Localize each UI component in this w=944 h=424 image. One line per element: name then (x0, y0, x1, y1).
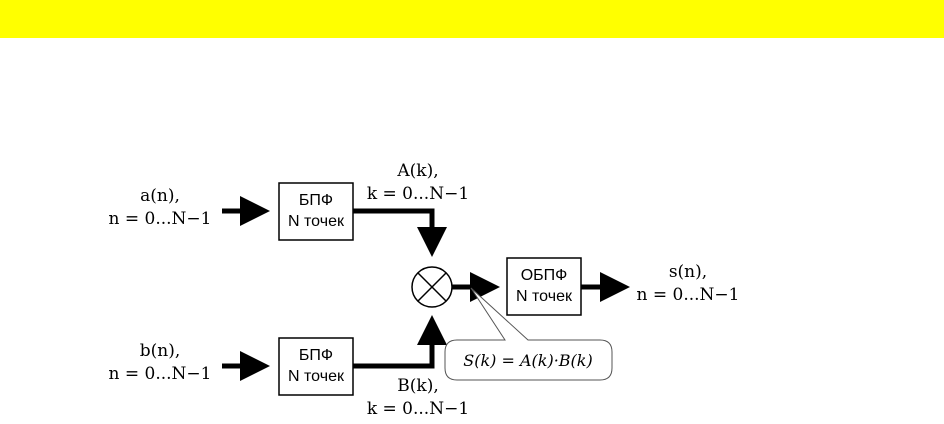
ifft-title: ОБПФ (521, 267, 568, 284)
input-b-name: b(n), (140, 341, 181, 361)
fft-top-title: БПФ (299, 192, 333, 209)
output-range: n = 0...N−1 (637, 285, 740, 305)
top-banner (0, 0, 944, 38)
spectrum-a-label: A(k), k = 0...N−1 (367, 161, 469, 204)
arrow-spectrum-a (353, 208, 447, 257)
output-name: s(n), (669, 262, 707, 282)
fft-block-bottom: БПФ N точек (278, 337, 354, 396)
input-a-name: a(n), (140, 186, 180, 206)
output-label: s(n), n = 0...N−1 (637, 262, 740, 305)
fft-block-top: БПФ N точек (278, 182, 354, 241)
fft-bottom-subtitle: N точек (288, 368, 345, 385)
spectrum-b-label: B(k), k = 0...N−1 (367, 376, 469, 419)
ifft-block: ОБПФ N точек (506, 257, 582, 316)
callout-formula: S(k) = A(k)·B(k) (463, 351, 592, 370)
input-a-label: a(n), n = 0...N−1 (109, 186, 212, 229)
ifft-subtitle: N точек (516, 288, 573, 305)
input-b-range: n = 0...N−1 (109, 364, 212, 384)
fft-bottom-title: БПФ (299, 347, 333, 364)
spectrum-a-name: A(k), (396, 161, 438, 181)
spectrum-a-range: k = 0...N−1 (367, 184, 469, 204)
spectrum-b-range: k = 0...N−1 (367, 399, 469, 419)
circled-times-icon (411, 266, 453, 308)
input-b-label: b(n), n = 0...N−1 (109, 341, 212, 384)
arrow-spectrum-b (353, 315, 447, 369)
fft-top-subtitle: N точек (288, 213, 345, 230)
spectrum-b-name: B(k), (397, 376, 438, 396)
input-a-range: n = 0...N−1 (109, 209, 212, 229)
formula-callout: S(k) = A(k)·B(k) (444, 287, 613, 381)
